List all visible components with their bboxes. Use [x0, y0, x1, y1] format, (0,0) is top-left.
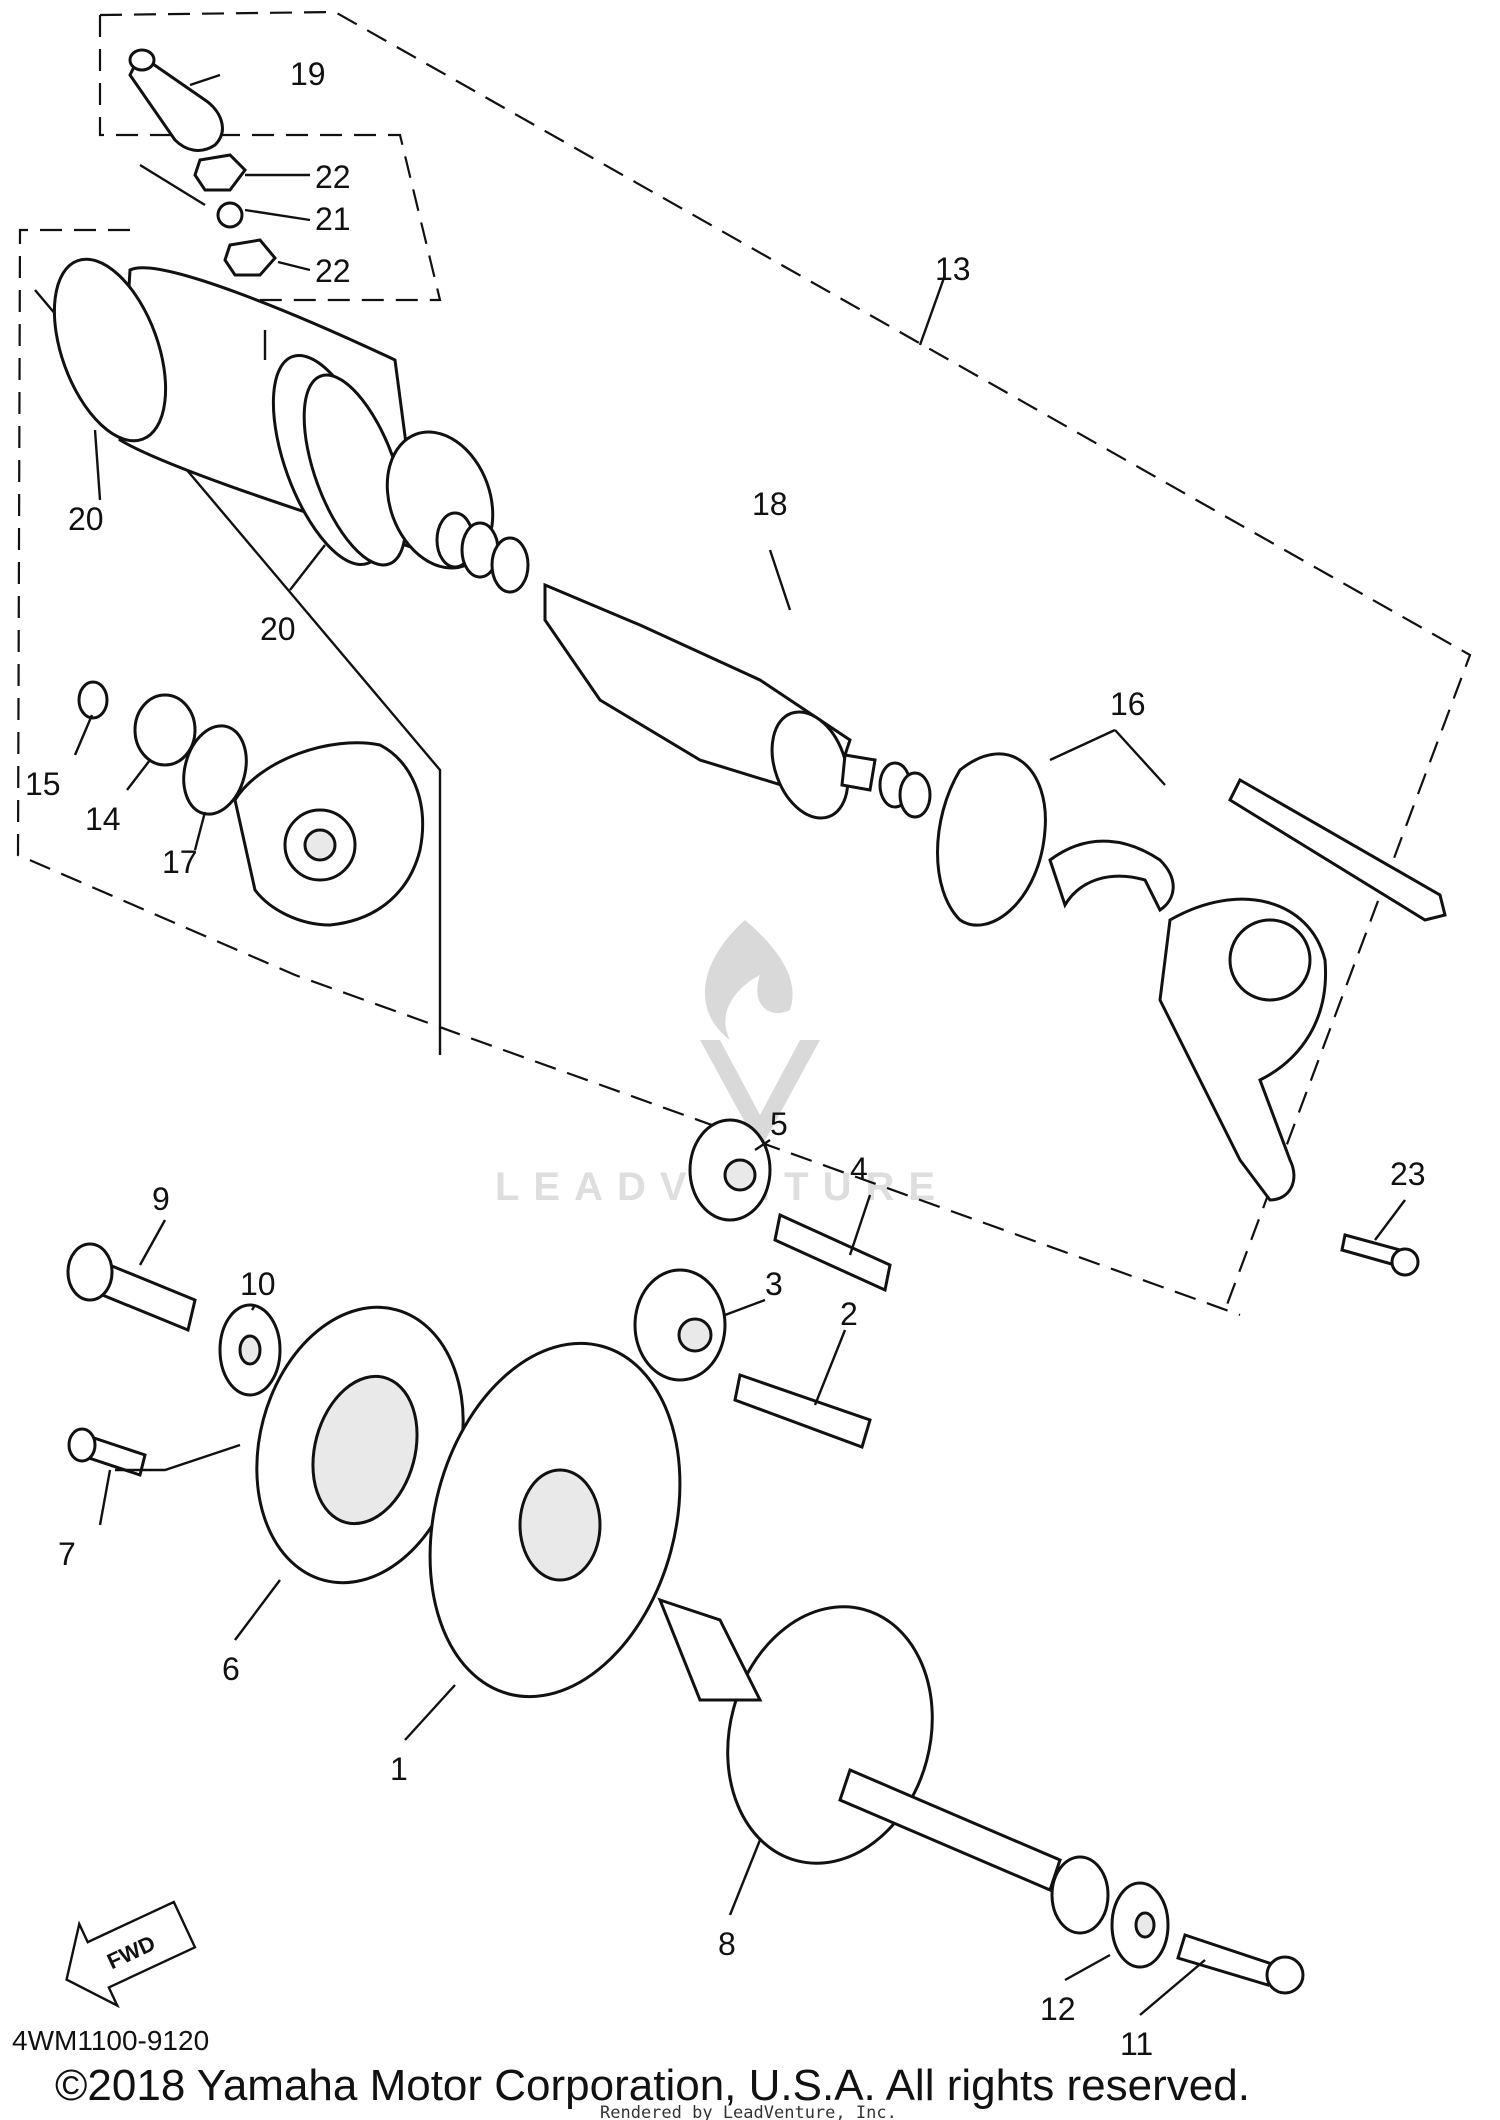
callout-9: 9	[152, 1181, 170, 1217]
leader-lines	[73, 73, 1406, 2016]
callout-22-upper: 22	[315, 159, 351, 195]
callout-16: 16	[1110, 686, 1146, 722]
callout-22-lower: 22	[315, 253, 351, 289]
callout-6: 6	[222, 1651, 240, 1687]
callout-23: 23	[1390, 1156, 1426, 1192]
callout-5: 5	[770, 1106, 788, 1142]
callout-3: 3	[765, 1266, 783, 1302]
callout-4: 4	[850, 1151, 868, 1187]
callout-2: 2	[840, 1296, 858, 1332]
callout-7: 7	[58, 1536, 76, 1572]
rendered-by-notice: Rendered by LeadVenture, Inc.	[600, 2103, 897, 2120]
callout-labels: 19 22 21 22 13 20 20 18 16 15 14 17 5 4 …	[25, 56, 1426, 2062]
callout-10: 10	[240, 1266, 276, 1302]
callout-20-right: 20	[260, 611, 296, 647]
callout-12: 12	[1040, 1991, 1076, 2027]
callout-19: 19	[290, 56, 326, 92]
callout-8: 8	[718, 1926, 736, 1962]
callout-13: 13	[935, 251, 971, 287]
copyright-notice: ©2018 Yamaha Motor Corporation, U.S.A. A…	[55, 2061, 1250, 2110]
callout-21: 21	[315, 201, 351, 237]
gear-train	[66, 1118, 1305, 1995]
callout-11: 11	[1120, 2026, 1153, 2062]
callout-17: 17	[162, 844, 198, 880]
callout-15: 15	[25, 766, 61, 802]
callout-1: 1	[390, 1751, 408, 1787]
diagram-code: 4WM1100-9120	[12, 2025, 209, 2056]
callout-14: 14	[85, 801, 121, 837]
starter-motor-assembly	[52, 48, 1447, 1277]
callout-20-left: 20	[68, 501, 104, 537]
callout-18: 18	[752, 486, 788, 522]
fwd-arrow-icon: FWD	[65, 1900, 197, 2009]
